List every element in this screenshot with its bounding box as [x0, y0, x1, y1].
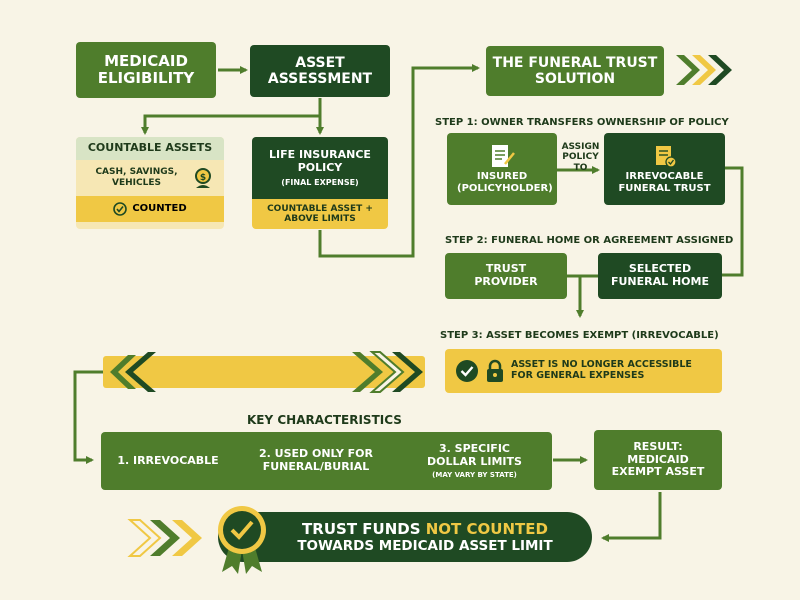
- characteristic-item-2: 2. Used only for funeral/burial: [235, 447, 397, 473]
- check-icon: [113, 201, 128, 216]
- check-icon: [456, 360, 478, 382]
- step1-title: Step 1: Owner Transfers Ownership of Pol…: [435, 117, 729, 128]
- insured-label: Insured (Policyholder): [457, 171, 553, 194]
- chevron-right-icon: [127, 519, 162, 557]
- chevron-right-icon: [369, 351, 405, 393]
- chevron-right-icon: [676, 55, 700, 85]
- life-insurance-card: Life Insurance Policy (Final Expense) Co…: [252, 137, 388, 229]
- characteristic-note: (May vary by state): [432, 470, 517, 479]
- arrow-icon: [73, 370, 120, 464]
- step3-title: Step 3: Asset Becomes Exempt (Irrevocabl…: [440, 330, 719, 341]
- lock-icon: [487, 359, 503, 382]
- svg-text:$: $: [199, 173, 205, 183]
- exempt-text: Asset is no longer accessible for genera…: [511, 359, 692, 381]
- characteristic-item-label: 2. Used only for funeral/burial: [259, 447, 373, 473]
- banner-highlight: not counted: [425, 520, 548, 538]
- chevron-right-icon: [172, 520, 202, 556]
- chevron-right-icon: [392, 352, 423, 392]
- trust-provider-box: Trust Provider: [445, 253, 567, 299]
- final-banner: Trust funds not counted towards Medicaid…: [218, 512, 592, 562]
- asset-assessment-label: Asset Assessment: [267, 54, 373, 87]
- result-box: Result: Medicaid Exempt Asset: [594, 430, 722, 490]
- arrow-icon: [722, 166, 744, 277]
- countable-assets-items: Cash, Savings, Vehicles: [95, 167, 178, 188]
- characteristic-item-label: 1. Irrevocable: [117, 453, 219, 467]
- chevron-left-icon: [110, 355, 136, 389]
- chevron-right-icon: [352, 352, 383, 392]
- key-characteristics-bar: 1. Irrevocable 2. Used only for funeral/…: [101, 432, 552, 490]
- key-characteristics-title: Key Characteristics: [247, 413, 402, 427]
- insured-box: Insured (Policyholder): [447, 133, 557, 205]
- life-insurance-title: Life Insurance Policy: [269, 148, 371, 174]
- arrow-icon: [141, 98, 322, 135]
- step2-title: Step 2: Funeral Home or Agreement Assign…: [445, 235, 734, 246]
- result-label: Result: Medicaid Exempt Asset: [611, 440, 705, 479]
- contract-icon: [492, 145, 515, 167]
- chevron-left-icon: [125, 352, 156, 392]
- characteristic-item-label: 3. Specific dollar limits: [427, 442, 522, 468]
- irrevocable-trust-box: Irrevocable Funeral Trust: [604, 133, 725, 205]
- ribbon-badge-icon: [218, 506, 266, 574]
- asset-assessment-box: Asset Assessment: [250, 45, 390, 97]
- funeral-trust-solution-box: The Funeral Trust Solution: [486, 46, 664, 96]
- assign-policy-label: Assign Policy To: [561, 142, 600, 173]
- counted-badge: Counted: [132, 202, 187, 214]
- funeral-home-label: Selected Funeral Home: [610, 262, 709, 288]
- funeral-trust-solution-label: The Funeral Trust Solution: [492, 54, 658, 87]
- banner-text-start: Trust funds: [302, 520, 421, 538]
- arrow-icon: [318, 64, 480, 258]
- chevron-right-icon: [150, 520, 180, 556]
- countable-asset-badge: Countable Asset + Above Limits: [267, 203, 373, 224]
- medicaid-eligibility-box: Medicaid Eligibility: [76, 42, 216, 98]
- funeral-home-box: Selected Funeral Home: [598, 253, 722, 299]
- exempt-banner: Asset is no longer accessible for genera…: [445, 349, 722, 393]
- arrow-icon: [601, 492, 662, 542]
- medicaid-eligibility-label: Medicaid Eligibility: [97, 51, 195, 87]
- chevron-right-icon: [708, 55, 732, 85]
- characteristic-item-1: 1. Irrevocable: [101, 453, 235, 468]
- irrevocable-trust-label: Irrevocable Funeral Trust: [618, 171, 711, 194]
- countable-assets-header: Countable Assets: [76, 137, 224, 160]
- banner-text-end: towards Medicaid asset limit: [297, 538, 553, 554]
- coin-bag-icon: $: [194, 167, 211, 188]
- countable-assets-card: Countable Assets Cash, Savings, Vehicles…: [76, 137, 224, 229]
- characteristic-item-3: 3. Specific dollar limits (May vary by s…: [397, 442, 552, 479]
- chevron-right-icon: [692, 55, 716, 85]
- trust-provider-label: Trust Provider: [474, 262, 538, 288]
- scroll-icon: [655, 146, 677, 168]
- life-insurance-subtitle: (Final Expense): [281, 177, 359, 187]
